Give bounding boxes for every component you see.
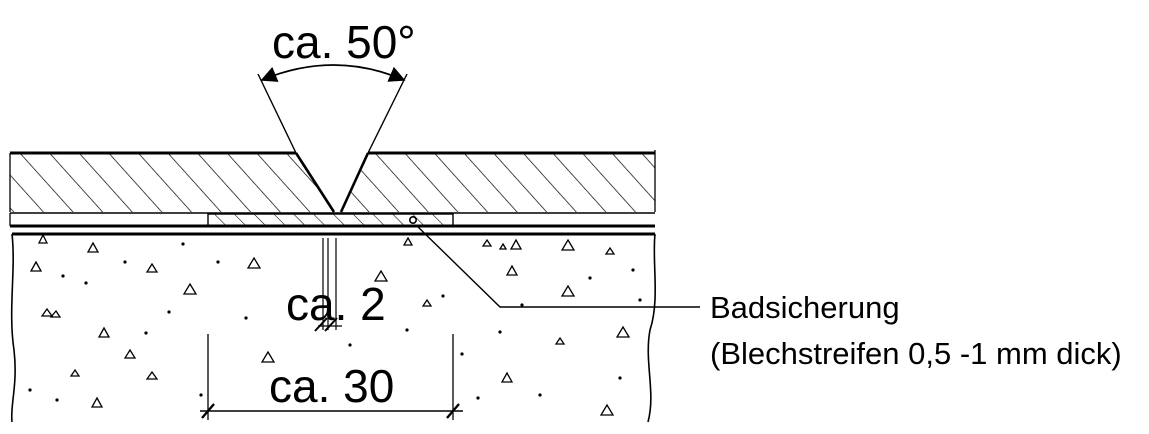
callout: Badsicherung (Blechstreifen 0,5 -1 mm di… <box>415 224 1122 371</box>
callout-leader <box>415 224 700 308</box>
backing-strip <box>207 213 454 227</box>
aggregate-triangles <box>29 233 631 416</box>
width-dimension: ca. 30 <box>200 334 463 420</box>
backing-layer <box>9 212 655 228</box>
aggregate-dots <box>28 242 642 402</box>
callout-subtitle: (Blechstreifen 0,5 -1 mm dick) <box>710 336 1122 371</box>
steel-plates <box>9 150 656 213</box>
groove-right-face <box>339 152 370 213</box>
concrete-base <box>10 232 657 423</box>
backing-strip-marker <box>408 216 417 225</box>
gap-label: ca. 2 <box>286 278 386 330</box>
right-plate <box>341 153 655 212</box>
gap-dimension: ca. 2 <box>286 238 386 332</box>
groove-left-face <box>294 152 336 213</box>
angle-label: ca. 50° <box>272 16 416 68</box>
left-plate <box>10 153 334 212</box>
callout-title: Badsicherung <box>710 290 900 325</box>
angle-dimension: ca. 50° <box>257 16 416 154</box>
width-label: ca. 30 <box>269 360 394 412</box>
